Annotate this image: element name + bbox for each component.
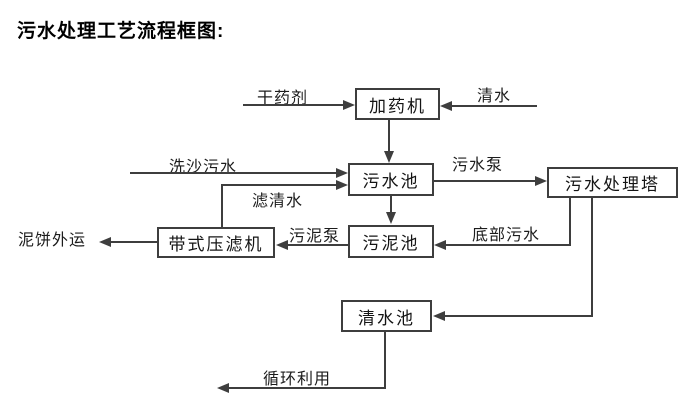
page-title: 污水处理工艺流程框图: [17,21,225,42]
edge-label-mud-cake-out: 泥饼外运 [18,232,87,249]
edge-label-sludge-pump: 污泥泵 [289,228,341,245]
dosing-to-pool-line [388,120,390,151]
arrowhead-down-icon [386,212,396,224]
mud-cake-line [111,241,157,243]
tower-to-cleanpool-vline [591,198,593,317]
recycle-hline [229,387,386,389]
dry-agent-line [243,104,343,106]
node-sludge-pool: 污泥池 [348,225,434,258]
filtered-water-vline [221,184,223,227]
arrowhead-right-icon [336,168,348,178]
node-treatment-tower: 污水处理塔 [547,167,678,198]
edge-label-sewage-pump: 污水泵 [452,157,504,174]
node-clean-water-pool: 清水池 [341,300,432,332]
arrowhead-left-icon [440,101,452,111]
node-belt-filter-press: 带式压滤机 [157,227,275,258]
filtered-water-hline [221,184,336,186]
arrowhead-right-icon [535,176,547,186]
tower-to-cleanpool-hline [445,315,593,317]
bottom-sewage-hline [446,244,571,246]
bottom-sewage-vline [569,198,571,246]
sand-washing-line [130,172,336,174]
edge-label-bottom-sewage: 底部污水 [472,227,541,244]
node-sewage-pool: 污水池 [348,163,434,196]
arrowhead-left-icon [217,383,229,393]
edge-label-sand-washing-sewage: 洗沙污水 [169,159,238,176]
arrowhead-left-icon [99,237,111,247]
arrowhead-left-icon [434,240,446,250]
arrowhead-right-icon [336,180,348,190]
pool-to-sludge-line [390,196,392,212]
recycle-vline [384,332,386,389]
sewage-pump-line [434,180,535,182]
arrowhead-left-icon [276,240,288,250]
sludge-pump-line [288,244,348,246]
arrowhead-left-icon [433,311,445,321]
edge-label-filtered-water: 滤清水 [252,193,304,210]
edge-label-clean-water: 清水 [477,88,512,105]
clean-water-line [452,105,537,107]
arrowhead-down-icon [384,151,394,163]
edge-label-recycle: 循环利用 [263,371,332,388]
edge-label-dry-agent: 干药剂 [257,90,309,107]
arrowhead-right-icon [343,100,355,110]
node-dosing-machine: 加药机 [355,88,440,120]
